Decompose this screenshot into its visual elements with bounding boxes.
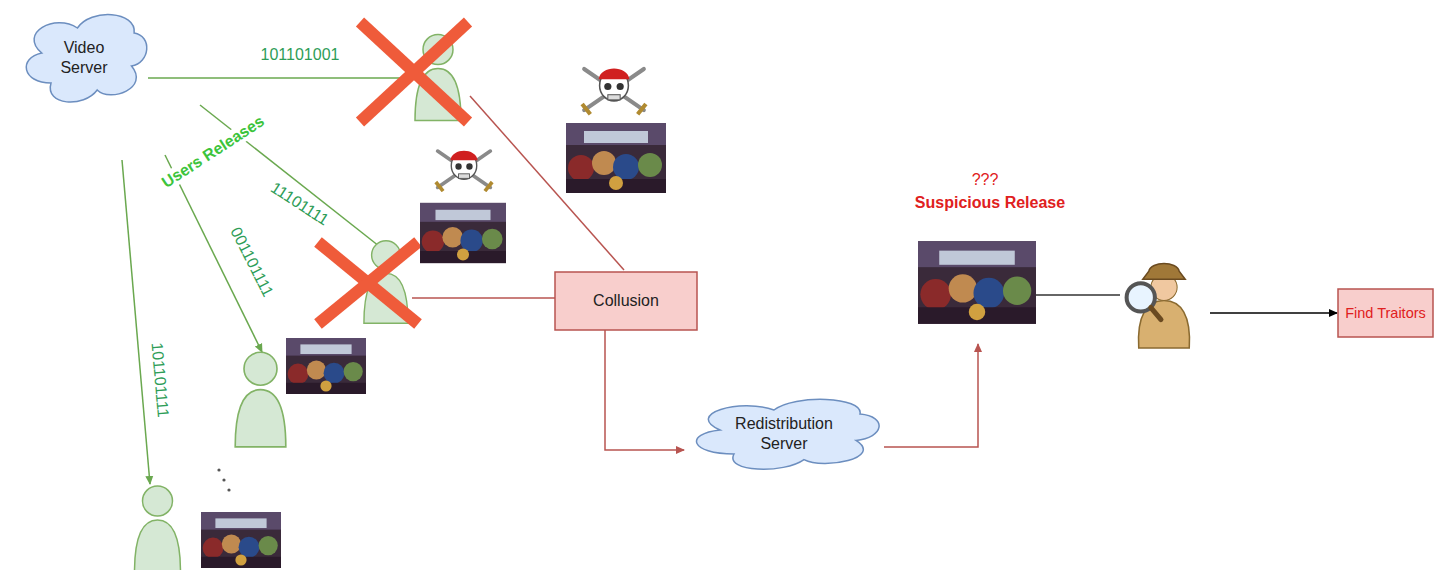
process-box: Find Traitors: [1338, 289, 1433, 337]
server-cloud: Redistribution Server: [684, 394, 884, 474]
annotation-label: Suspicious Release: [913, 194, 1067, 212]
user-code: 11101111: [266, 178, 334, 231]
process-box: Collusion: [555, 272, 697, 330]
user-code: 101101001: [259, 46, 342, 64]
cloud-outline: [18, 8, 150, 108]
user-code: 001101111: [226, 223, 278, 302]
user-code: 101101111: [148, 340, 173, 421]
node-label: Collusion: [593, 291, 659, 311]
node-label: Video Server: [40, 38, 128, 78]
server-cloud: Video Server: [18, 8, 150, 108]
node-label: Redistribution Server: [714, 414, 854, 454]
annotation-label: Users Releases: [157, 111, 269, 193]
connector-arrow: [605, 330, 684, 450]
annotation-label: ???: [970, 171, 1001, 189]
node-label: Find Traitors: [1345, 304, 1426, 322]
cloud-outline: [684, 394, 884, 474]
